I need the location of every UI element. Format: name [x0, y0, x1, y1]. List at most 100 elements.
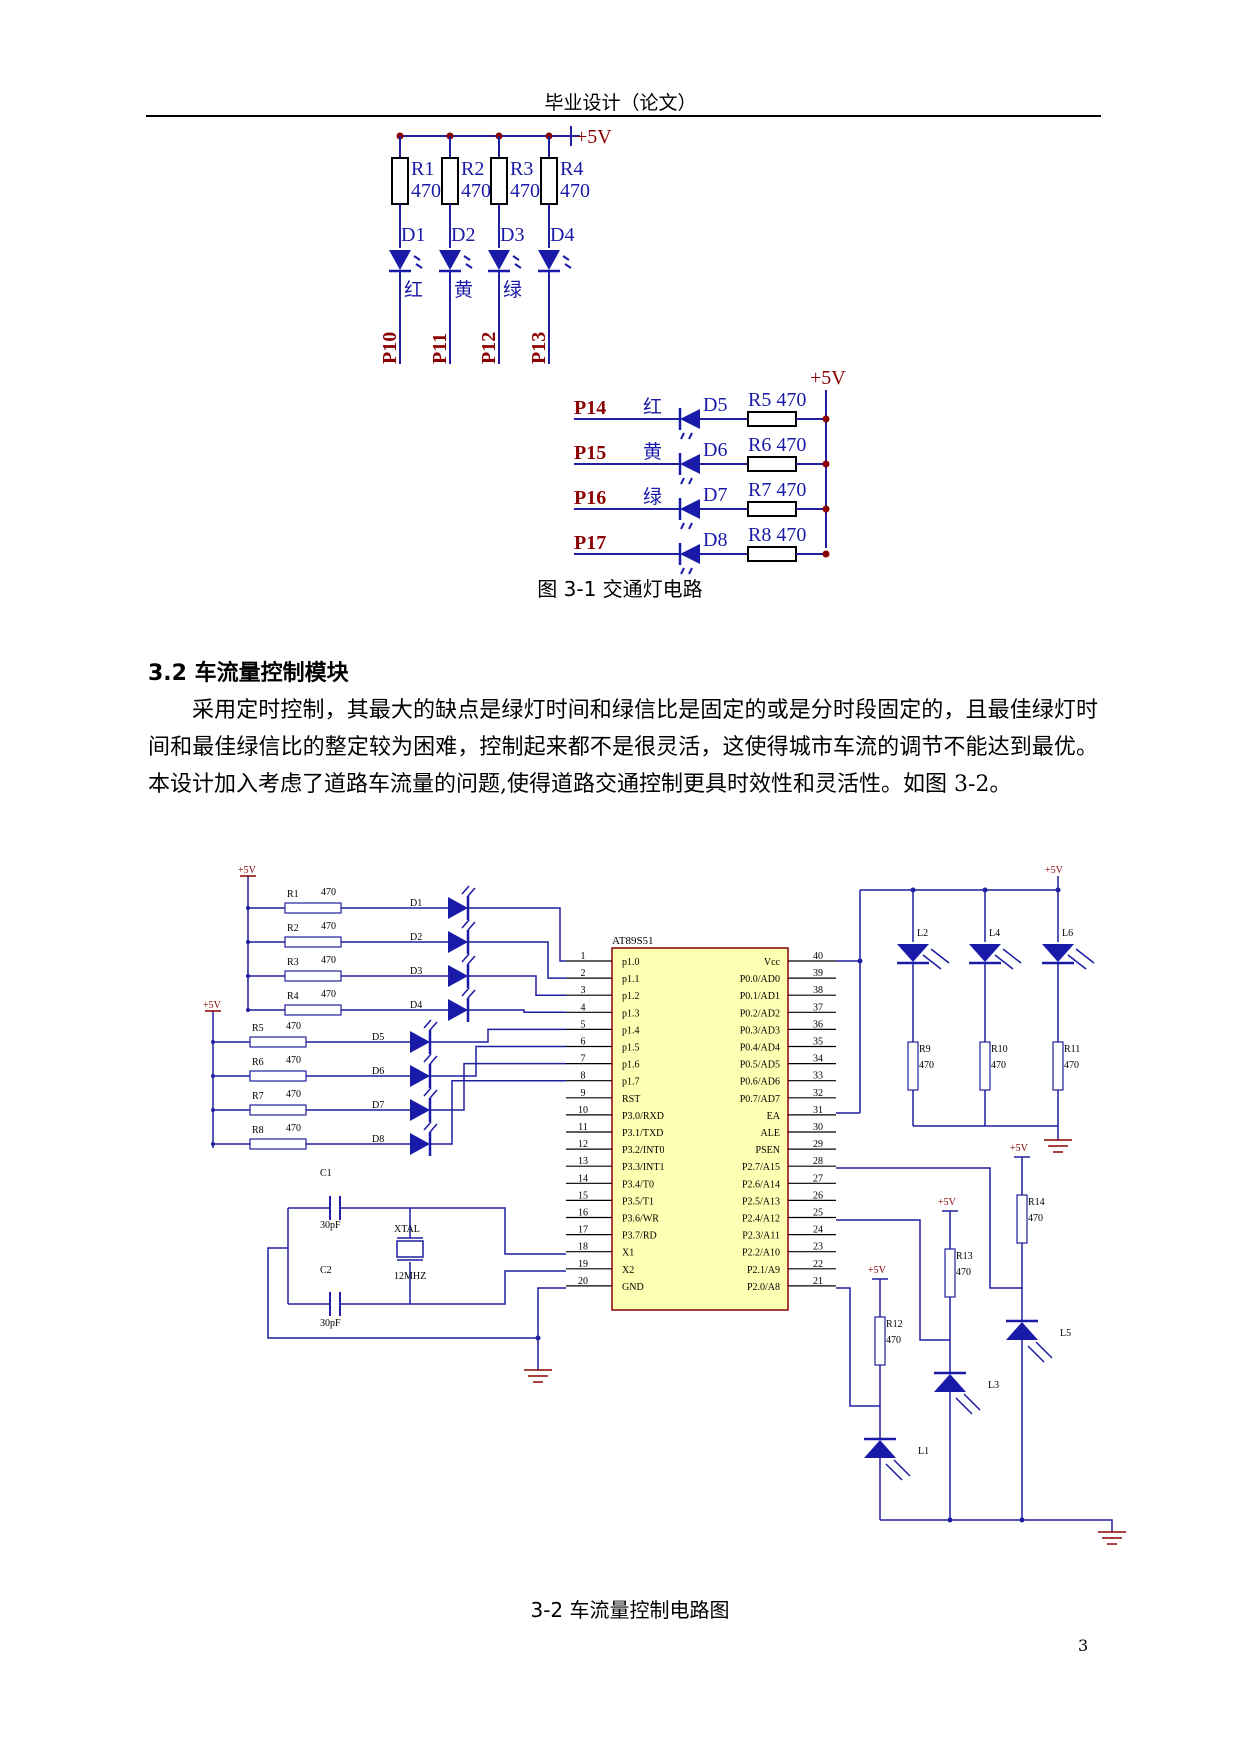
pin-label: P2.7/A15	[742, 1162, 780, 1173]
resistor-value: 470	[886, 1335, 901, 1346]
color-label: 绿	[503, 279, 522, 301]
ground-symbol	[1098, 1531, 1126, 1545]
crystal	[396, 1240, 424, 1258]
pin-number: 16	[578, 1208, 588, 1219]
supply-label: +5V	[1045, 865, 1064, 876]
pin-number: 20	[578, 1276, 588, 1287]
pin-label: P2.5/A13	[742, 1196, 780, 1207]
resistor-label: R12	[886, 1319, 903, 1330]
pin-label: P2.6/A14	[742, 1179, 780, 1190]
led-D2	[448, 931, 468, 953]
port-label: P11	[429, 333, 451, 364]
pin-label: P0.3/AD3	[740, 1025, 780, 1036]
pin-number: 28	[813, 1156, 823, 1167]
diode-label: D1	[410, 898, 422, 909]
chip-body	[611, 947, 789, 1311]
resistor-value: 470	[1064, 1060, 1079, 1071]
c1-label: C1	[320, 1168, 332, 1179]
led-L6	[1042, 944, 1074, 962]
diode-label: D2	[451, 224, 475, 246]
color-label: 红	[404, 279, 423, 301]
pin-label: p1.3	[622, 1008, 640, 1019]
resistor-R14	[1016, 1194, 1028, 1244]
pin-label: P0.6/AD6	[740, 1077, 780, 1088]
led-D1	[389, 250, 411, 270]
header-rule	[146, 115, 1101, 117]
resistor-value: 470	[461, 180, 491, 202]
diode-label: D3	[410, 966, 422, 977]
pin-label: GND	[622, 1282, 644, 1293]
resistor-R11	[1052, 1041, 1064, 1091]
resistor-value: 470	[991, 1060, 1006, 1071]
pin-label: P2.4/A12	[742, 1214, 780, 1225]
pin-number: 15	[578, 1190, 588, 1201]
pin-number: 7	[581, 1054, 586, 1065]
resistor-label: R9	[919, 1044, 931, 1055]
pin-number: 11	[578, 1122, 588, 1133]
led-L2	[897, 944, 929, 962]
xtal-label: XTAL	[394, 1224, 420, 1235]
led-L1	[864, 1440, 896, 1458]
diode-label: D5	[703, 394, 727, 416]
led-D5	[410, 1031, 430, 1053]
led-D4	[538, 250, 560, 270]
resistor-R8	[249, 1138, 307, 1150]
resistor-value: 470	[321, 989, 336, 1000]
resistor-R5	[249, 1036, 307, 1048]
resistor-R4	[284, 1004, 342, 1016]
pin-label: X1	[622, 1248, 634, 1259]
pin-label: P0.5/AD5	[740, 1060, 780, 1071]
pin-number: 32	[813, 1088, 823, 1099]
led-D3	[448, 965, 468, 987]
pin-number: 23	[813, 1242, 823, 1253]
resistor-label: R4	[287, 991, 299, 1002]
led-D6	[410, 1065, 430, 1087]
pin-label: P2.1/A9	[747, 1265, 780, 1276]
resistor-value: 470	[286, 1021, 301, 1032]
led-L4	[969, 944, 1001, 962]
pin-label: P0.0/AD0	[740, 974, 780, 985]
supply-label-1: +5V	[576, 126, 612, 148]
pin-label: P0.2/AD2	[740, 1008, 780, 1019]
pin-number: 31	[813, 1105, 823, 1116]
diode-label: L3	[988, 1380, 999, 1391]
resistor-label: R8 470	[748, 524, 806, 546]
pin-label: P3.7/RD	[622, 1231, 657, 1242]
resistor-label: R1	[287, 889, 299, 900]
resistor-label: R2	[461, 158, 484, 180]
pin-number: 12	[578, 1139, 588, 1150]
diode-label: D1	[401, 224, 425, 246]
led-D1	[448, 897, 468, 919]
resistor-label: R5 470	[748, 389, 806, 411]
pin-label: p1.1	[622, 974, 640, 985]
pin-label: PSEN	[756, 1145, 780, 1156]
pin-number: 30	[813, 1122, 823, 1133]
resistor-value: 470	[919, 1060, 934, 1071]
pin-label: P0.1/AD1	[740, 991, 780, 1002]
color-label: 黄	[454, 279, 473, 301]
resistor-value: 470	[286, 1055, 301, 1066]
resistor-value: 470	[510, 180, 540, 202]
pin-label: P3.0/RXD	[622, 1111, 664, 1122]
resistor-R2	[284, 936, 342, 948]
port-label: P16	[574, 487, 606, 509]
pin-label: EA	[767, 1111, 781, 1122]
supply-label: +5V	[868, 1265, 887, 1276]
diode-label: L6	[1062, 928, 1073, 939]
diode-label: D3	[500, 224, 524, 246]
pin-number: 33	[813, 1071, 823, 1082]
pin-number: 36	[813, 1019, 823, 1030]
figure-1-caption: 图 3-1 交通灯电路	[537, 577, 702, 601]
pin-number: 19	[578, 1259, 588, 1270]
resistor-R10	[979, 1041, 991, 1091]
pin-label: p1.2	[622, 991, 640, 1002]
pin-number: 21	[813, 1276, 823, 1287]
pin-number: 4	[581, 1002, 586, 1013]
pin-number: 10	[578, 1105, 588, 1116]
diode-label: L2	[917, 928, 928, 939]
pin-number: 35	[813, 1037, 823, 1048]
xtal-freq: 12MHZ	[394, 1271, 426, 1282]
diode-label: L1	[918, 1446, 929, 1457]
section-title: 3.2 车流量控制模块	[148, 661, 349, 686]
